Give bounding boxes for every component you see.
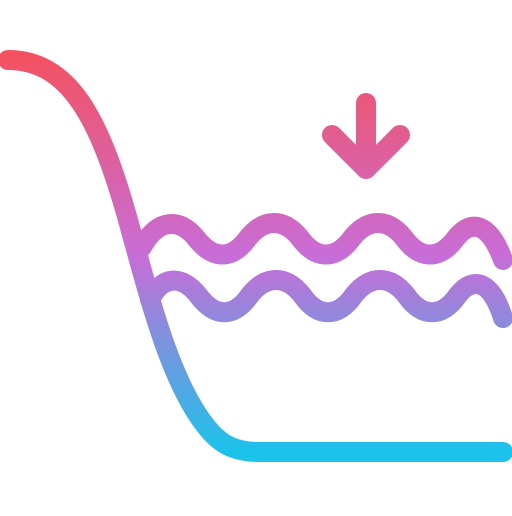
- upper-wave: [132, 213, 512, 270]
- down-arrow-head: [322, 125, 410, 179]
- lower-wave: [140, 270, 512, 328]
